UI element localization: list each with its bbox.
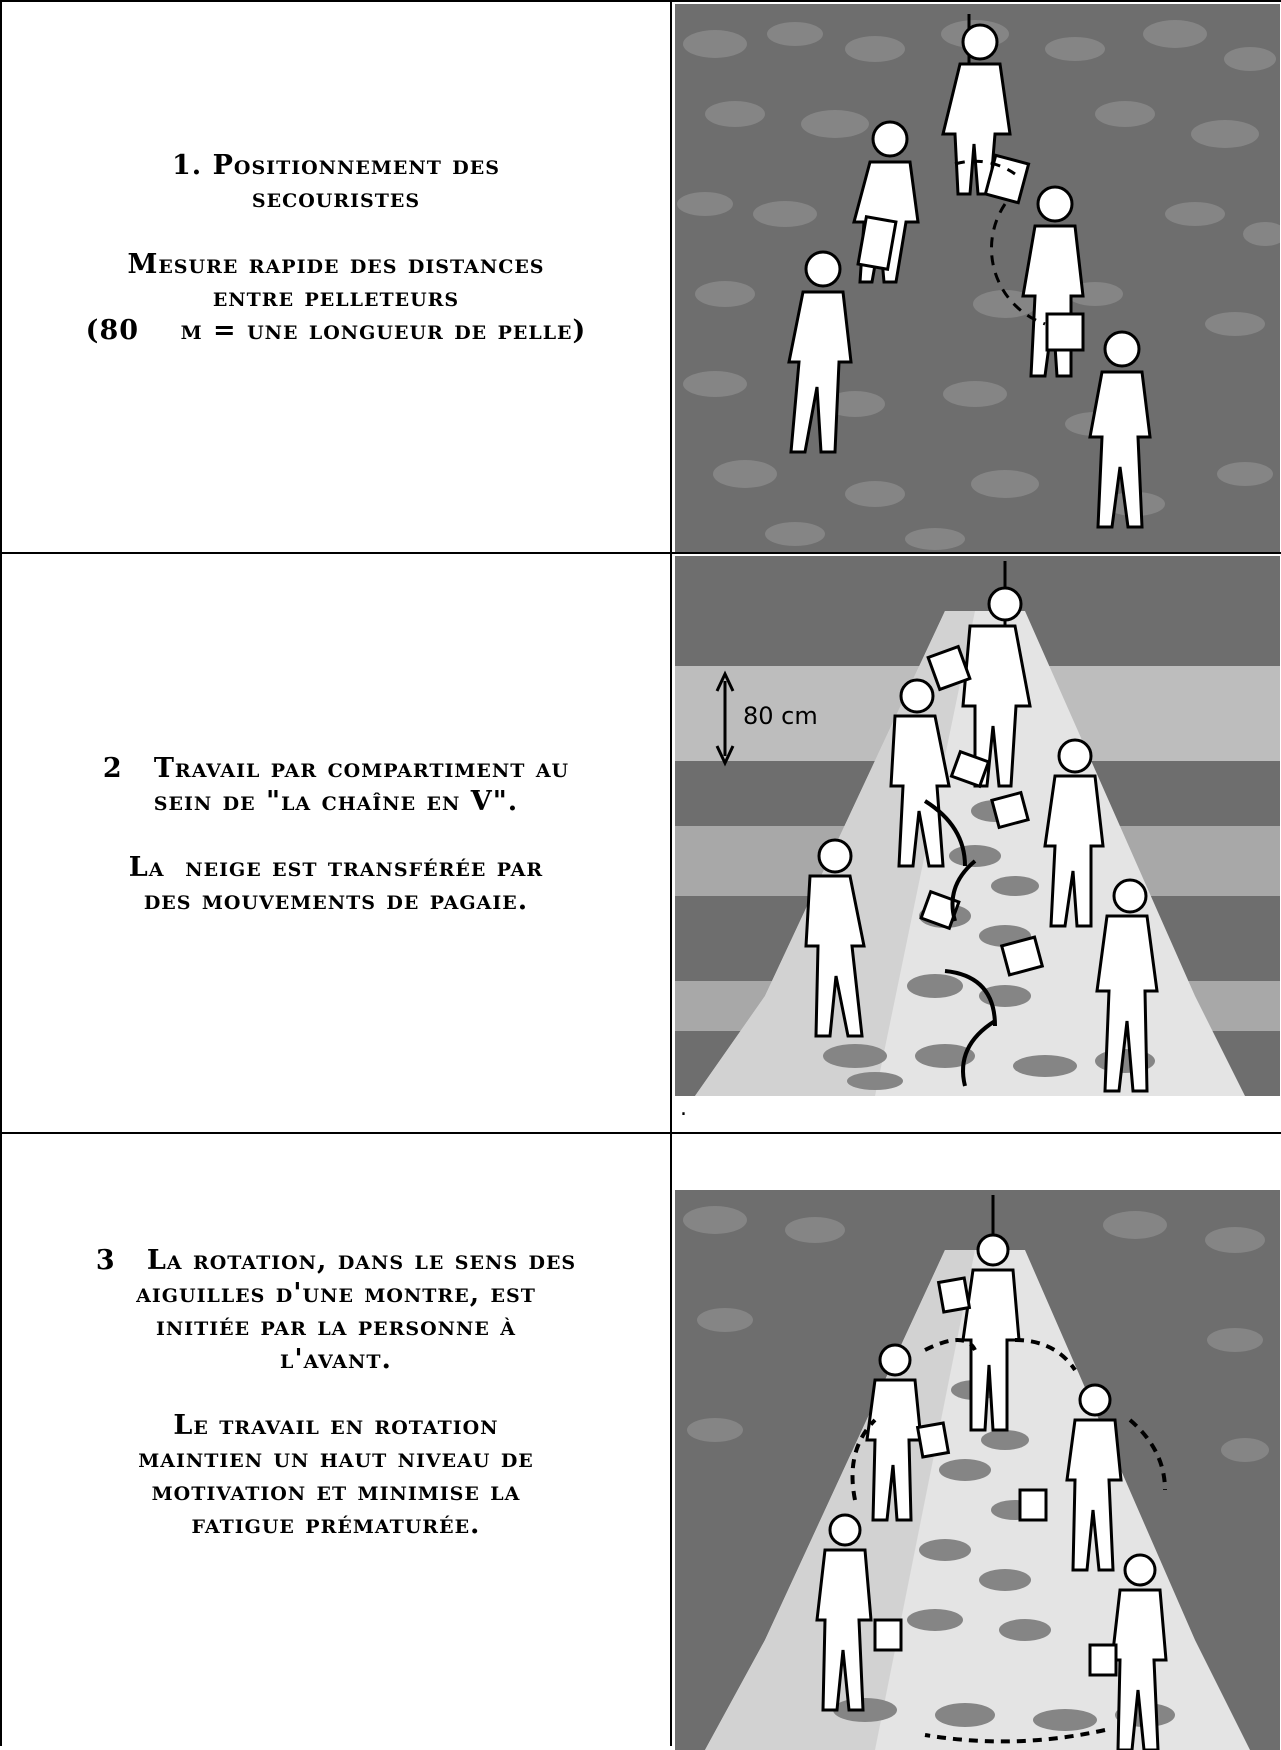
row-3-line: initiée par la personne à xyxy=(96,1310,576,1343)
row-3-text-cell: 3 La rotation, dans le sens des aiguille… xyxy=(0,1134,672,1746)
row-1-line: secouristes xyxy=(86,182,587,215)
footnote-dot: . xyxy=(680,1096,687,1121)
row-3-line: aiguilles d'une montre, est xyxy=(96,1277,576,1310)
row-1-text: 1. Positionnement des secouristes Mesure… xyxy=(86,149,587,347)
row-2-text: 2 Travail par compartiment au sein de "l… xyxy=(103,752,569,917)
v-chain-illustration: 80 cm xyxy=(675,556,1280,1096)
row-3-line: 3 La rotation, dans le sens des xyxy=(96,1244,576,1277)
row-rotation: 3 La rotation, dans le sens des aiguille… xyxy=(0,1132,1281,1746)
row-1-image-cell xyxy=(672,2,1281,554)
row-1-line: Mesure rapide des distances xyxy=(86,248,587,281)
row-3-text: 3 La rotation, dans le sens des aiguille… xyxy=(96,1244,576,1541)
row-3-line: Le travail en rotation xyxy=(96,1409,576,1442)
positioning-illustration xyxy=(675,4,1280,552)
row-v-chain: 2 Travail par compartiment au sein de "l… xyxy=(0,552,1281,1134)
row-1-line: 1. Positionnement des xyxy=(86,149,587,182)
row-3-line: maintien un haut niveau de xyxy=(96,1442,576,1475)
rotation-illustration xyxy=(675,1190,1280,1750)
row-3-line: motivation et minimise la xyxy=(96,1475,576,1508)
row-2-line: La neige est transférée par xyxy=(103,851,569,884)
row-2-image-cell: 80 cm . xyxy=(672,554,1281,1134)
row-2-text-cell: 2 Travail par compartiment au sein de "l… xyxy=(0,554,672,1134)
row-1-line: (80 m = une longueur de pelle) xyxy=(86,314,587,347)
row-2-line: sein de "la chaîne en V". xyxy=(103,785,569,818)
distance-label: 80 cm xyxy=(743,702,818,730)
row-1-line: entre pelleteurs xyxy=(86,281,587,314)
row-positioning: 1. Positionnement des secouristes Mesure… xyxy=(0,0,1281,554)
row-3-image-cell xyxy=(672,1134,1281,1746)
row-2-line: 2 Travail par compartiment au xyxy=(103,752,569,785)
row-3-line: l'avant. xyxy=(96,1343,576,1376)
row-3-line: fatigue prématurée. xyxy=(96,1508,576,1541)
row-1-text-cell: 1. Positionnement des secouristes Mesure… xyxy=(0,2,672,554)
row-2-line: des mouvements de pagaie. xyxy=(103,884,569,917)
